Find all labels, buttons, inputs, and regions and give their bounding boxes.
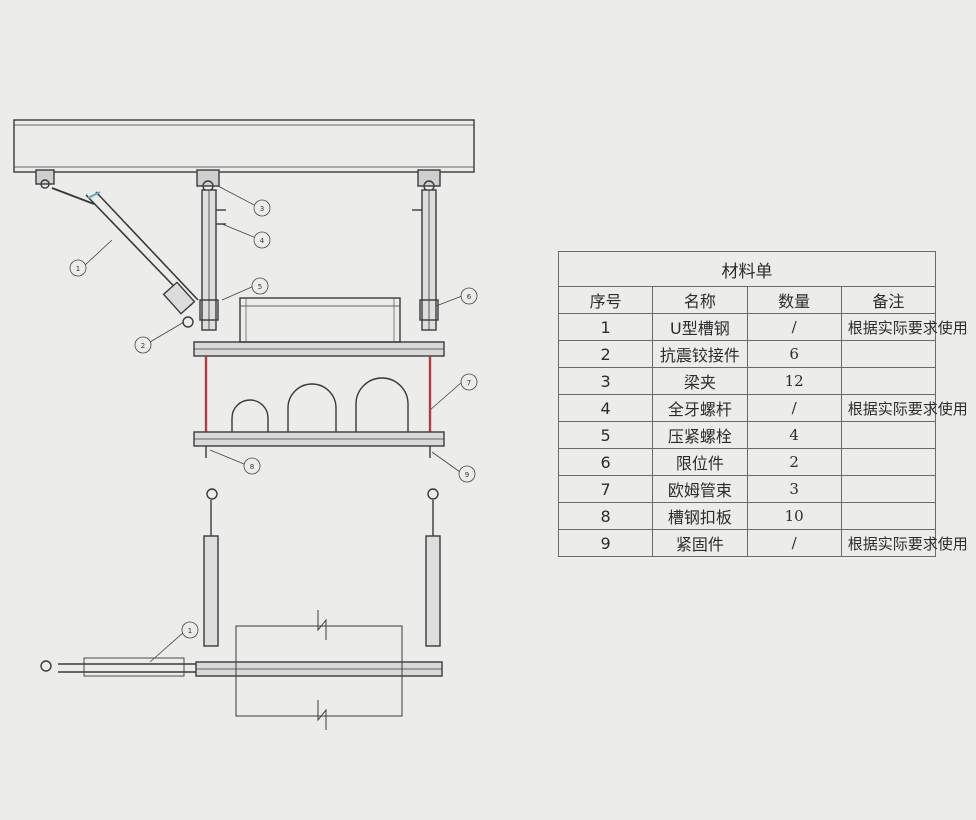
row-note <box>840 421 937 449</box>
row-no: 4 <box>557 394 654 422</box>
row-note <box>840 448 937 476</box>
ceiling-beam <box>13 119 475 173</box>
row-no: 7 <box>557 475 654 503</box>
diagonal-brace <box>51 187 199 328</box>
row-qty: 4 <box>746 421 842 449</box>
row-name: U型槽钢 <box>652 313 748 341</box>
lower-crossbar <box>193 377 445 458</box>
row-name: 槽钢扣板 <box>652 502 748 530</box>
pipe-clamp-large <box>355 377 409 432</box>
bom-title: 材料单 <box>558 251 936 287</box>
bom-header-row: 序号 名称 数量 备注 <box>557 286 937 314</box>
callout-8: 8 <box>250 463 254 471</box>
row-no: 6 <box>557 448 654 476</box>
row-note <box>840 340 937 368</box>
left-vertical-channel <box>199 189 226 331</box>
row-no: 9 <box>557 529 654 557</box>
right-vertical-channel <box>412 189 439 331</box>
callout-2: 2 <box>141 342 145 350</box>
row-note <box>840 502 937 530</box>
beam-clamp-right <box>417 169 441 192</box>
row-qty: 6 <box>746 340 842 368</box>
pipe-clamp-small <box>231 399 269 432</box>
callout-3: 3 <box>260 205 264 213</box>
row-note: 根据实际要求使用 <box>840 529 968 557</box>
row-qty: 12 <box>746 367 842 395</box>
rectangular-duct <box>239 297 401 343</box>
callout-9: 9 <box>465 471 469 479</box>
callout-1: 1 <box>76 265 80 273</box>
row-qty: / <box>746 313 842 341</box>
row-name: 限位件 <box>652 448 748 476</box>
row-qty: / <box>746 394 842 422</box>
callout-1-side: 1 <box>188 627 192 635</box>
row-no: 5 <box>557 421 654 449</box>
callout-7: 7 <box>467 379 471 387</box>
row-name: 全牙螺杆 <box>652 394 748 422</box>
upper-crossbar <box>193 297 445 357</box>
row-no: 2 <box>557 340 654 368</box>
callout-4: 4 <box>260 237 265 245</box>
row-name: 梁夹 <box>652 367 748 395</box>
row-qty: 3 <box>746 475 842 503</box>
row-note <box>840 475 937 503</box>
pipe-clamp-medium <box>287 383 337 432</box>
header-qty: 数量 <box>746 286 842 314</box>
row-no: 1 <box>557 313 654 341</box>
row-note: 根据实际要求使用 <box>840 394 968 422</box>
row-no: 8 <box>557 502 654 530</box>
row-note <box>840 367 937 395</box>
header-name: 名称 <box>652 286 748 314</box>
beam-clamp-middle <box>196 169 220 192</box>
row-qty: 10 <box>746 502 842 530</box>
row-name: 紧固件 <box>652 529 748 557</box>
header-no: 序号 <box>557 286 654 314</box>
row-qty: / <box>746 529 842 557</box>
beam-clamp-left <box>35 169 55 189</box>
header-note: 备注 <box>840 286 937 314</box>
callout-5: 5 <box>258 283 262 291</box>
row-no: 3 <box>557 367 654 395</box>
callout-6: 6 <box>467 293 472 301</box>
side-view <box>40 488 443 730</box>
row-name: 压紧螺栓 <box>652 421 748 449</box>
row-qty: 2 <box>746 448 842 476</box>
row-name: 抗震铰接件 <box>652 340 748 368</box>
row-name: 欧姆管束 <box>652 475 748 503</box>
row-note: 根据实际要求使用 <box>840 313 968 341</box>
